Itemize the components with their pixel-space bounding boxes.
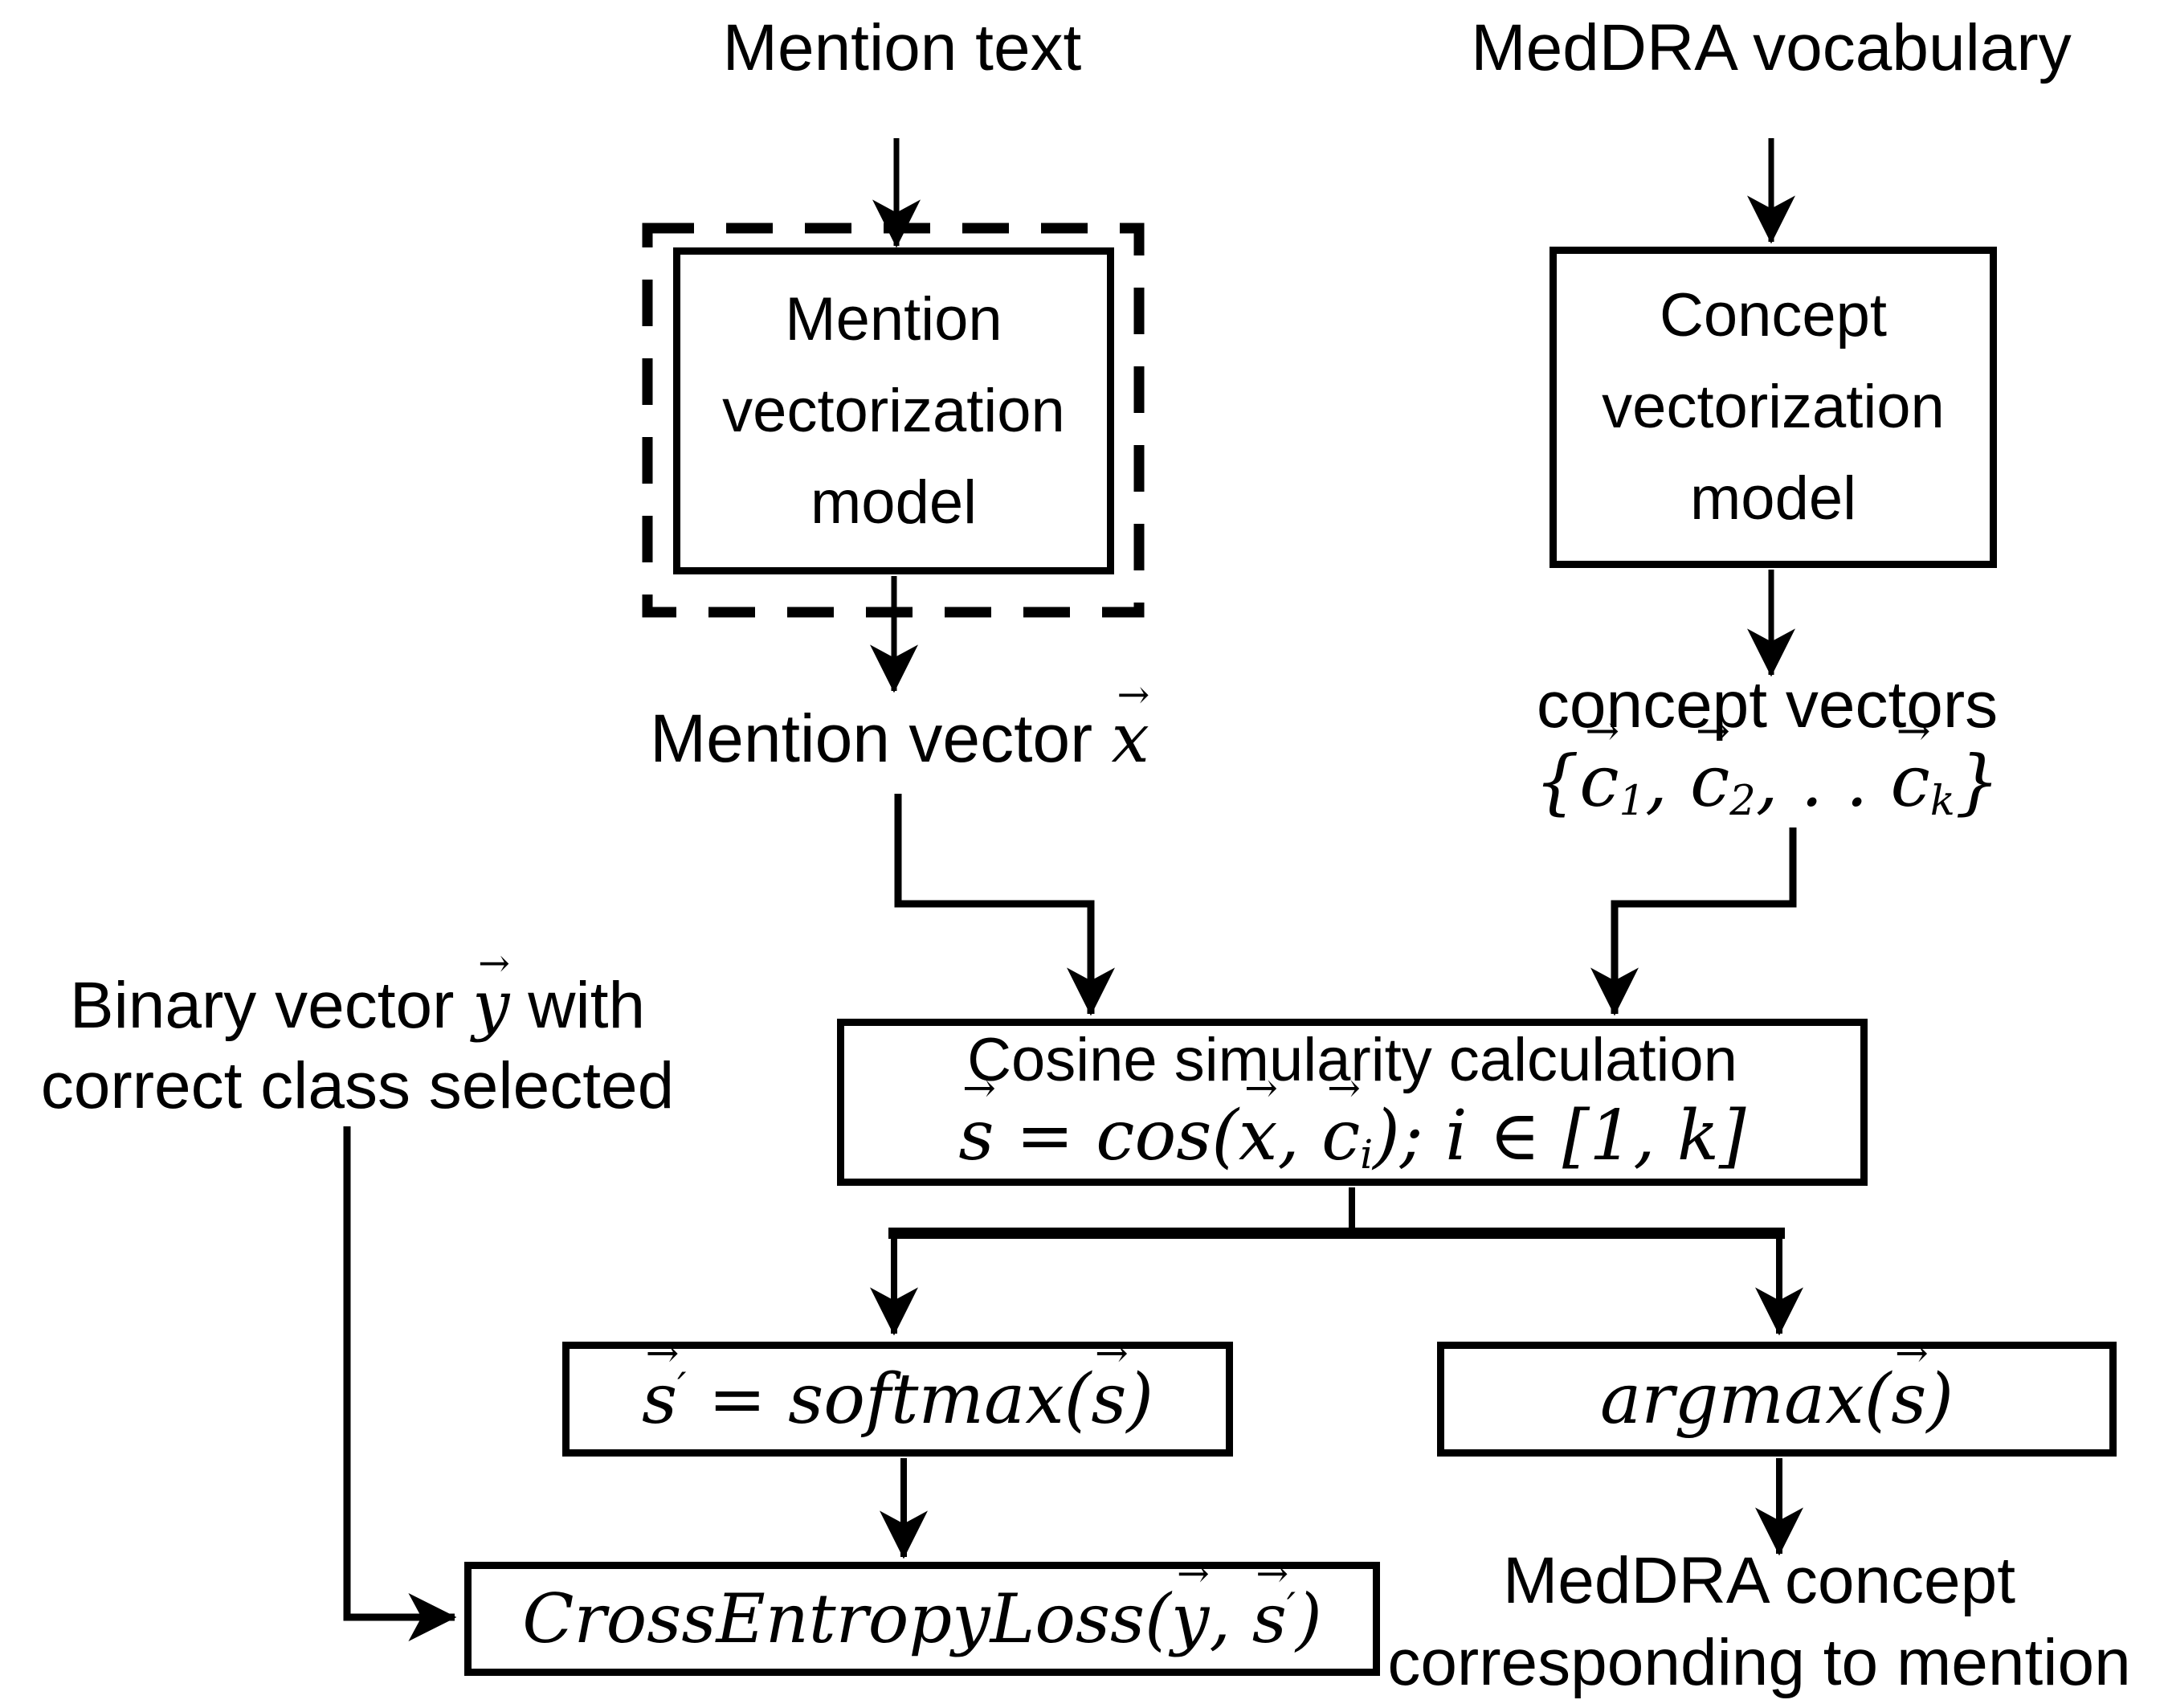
mention-vector-label: Mention vector →x: [578, 672, 1221, 778]
softmax-formula-math: →s′ = softmax(→s): [641, 1329, 1154, 1440]
mention-model-line: vectorization: [722, 376, 1065, 445]
meddra-vocabulary-label: MedDRA vocabulary: [1471, 11, 2072, 84]
elbow-binary-vector-to-loss: [343, 1126, 457, 1641]
mention-model-line: Mention: [785, 284, 1002, 353]
cosine-similarity-box: Cosine simularity calculation →s = cos(→…: [837, 1019, 1868, 1186]
meddra-concept-output-line1: MedDRA concept: [1502, 1544, 2016, 1617]
mention-text-label: Mention text: [722, 11, 1082, 84]
binary-vector-label-line2: correct class selected: [40, 1049, 675, 1122]
concept-model-line: Concept: [1659, 281, 1888, 349]
cross-entropy-loss-box: CrossEntropyLoss(→y, →s′): [464, 1551, 1380, 1676]
binary-vector-label-line1: Binary vector →y with: [36, 941, 679, 1044]
mention-model-line: model: [810, 468, 977, 537]
concept-model-line: vectorization: [1602, 373, 1945, 441]
cross-entropy-formula-math: CrossEntropyLoss(→y, →s′): [522, 1551, 1322, 1658]
meddra-concept-output-line2: corresponding to mention: [1387, 1626, 2131, 1699]
concept-vectors-set-math: {→c1, →c2, . . →ck}: [1534, 708, 2000, 826]
mention-vector-text: Mention vector: [650, 701, 1112, 776]
binary-vector-text: Binary vector: [69, 969, 473, 1042]
mention-vector-math: →x: [1111, 672, 1150, 778]
cosine-title: Cosine simularity calculation: [967, 1025, 1737, 1094]
concept-model-line: model: [1690, 464, 1856, 533]
cosine-formula-math: →s = cos(→x, →ci); i ∈ [1, k]: [958, 1064, 1746, 1178]
concept-vectorization-model-box: Concept vectorization model: [1550, 247, 1997, 568]
softmax-box: →s′ = softmax(→s): [562, 1329, 1233, 1457]
elbow-concept-vectors-to-cosine: [1590, 827, 1797, 1016]
argmax-formula-math: argmax(→s): [1599, 1329, 1954, 1440]
binary-vector-math: →y: [472, 941, 510, 1044]
argmax-box: argmax(→s): [1437, 1329, 2117, 1457]
concept-vectors-label: concept vectors: [1536, 668, 1999, 742]
mention-vectorization-model-box: Mention vectorization model: [673, 247, 1114, 574]
binary-vector-text-suffix: with: [509, 969, 646, 1042]
elbow-mention-vector-to-cosine: [894, 794, 1115, 1016]
